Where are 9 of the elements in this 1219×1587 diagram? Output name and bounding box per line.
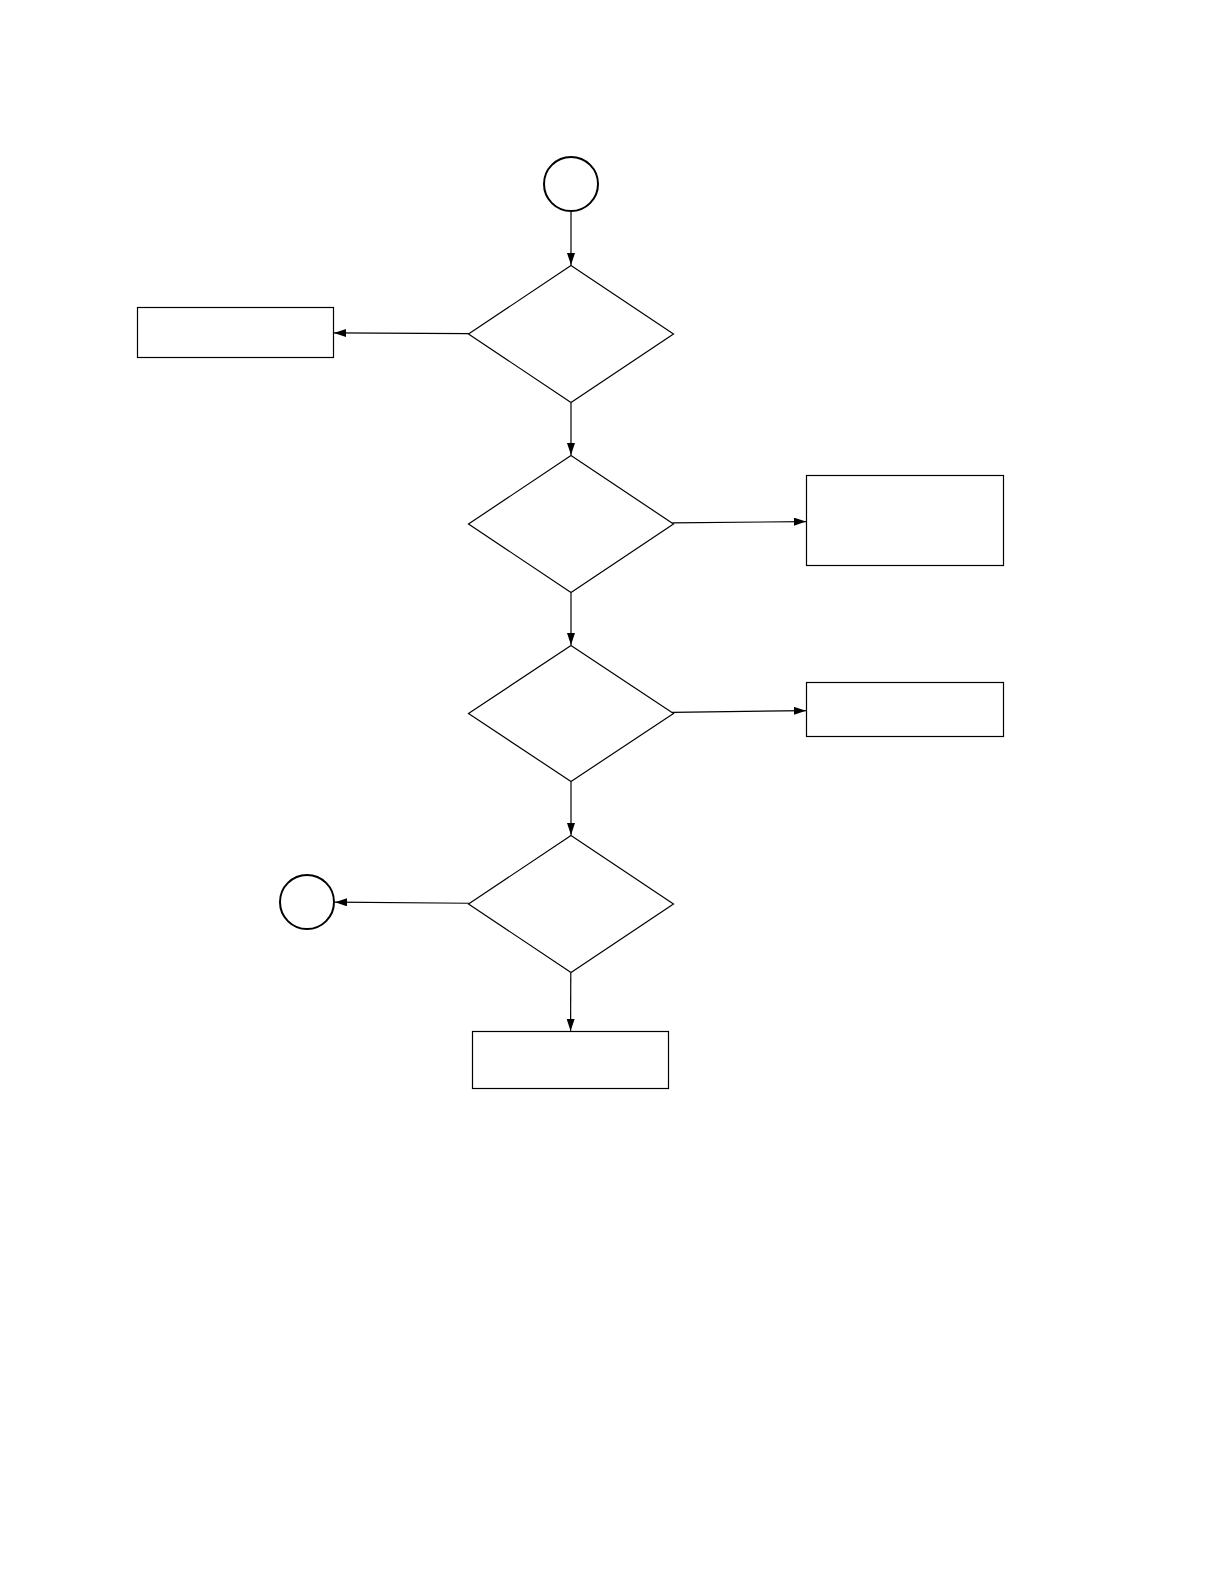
arrow <box>567 211 575 266</box>
arrow <box>567 781 575 836</box>
arrow <box>566 972 575 1032</box>
arrow <box>334 898 470 907</box>
arrow <box>333 329 470 337</box>
arrow <box>671 517 807 526</box>
arrow <box>671 706 807 715</box>
arrow <box>567 592 575 646</box>
arrow <box>567 402 575 456</box>
